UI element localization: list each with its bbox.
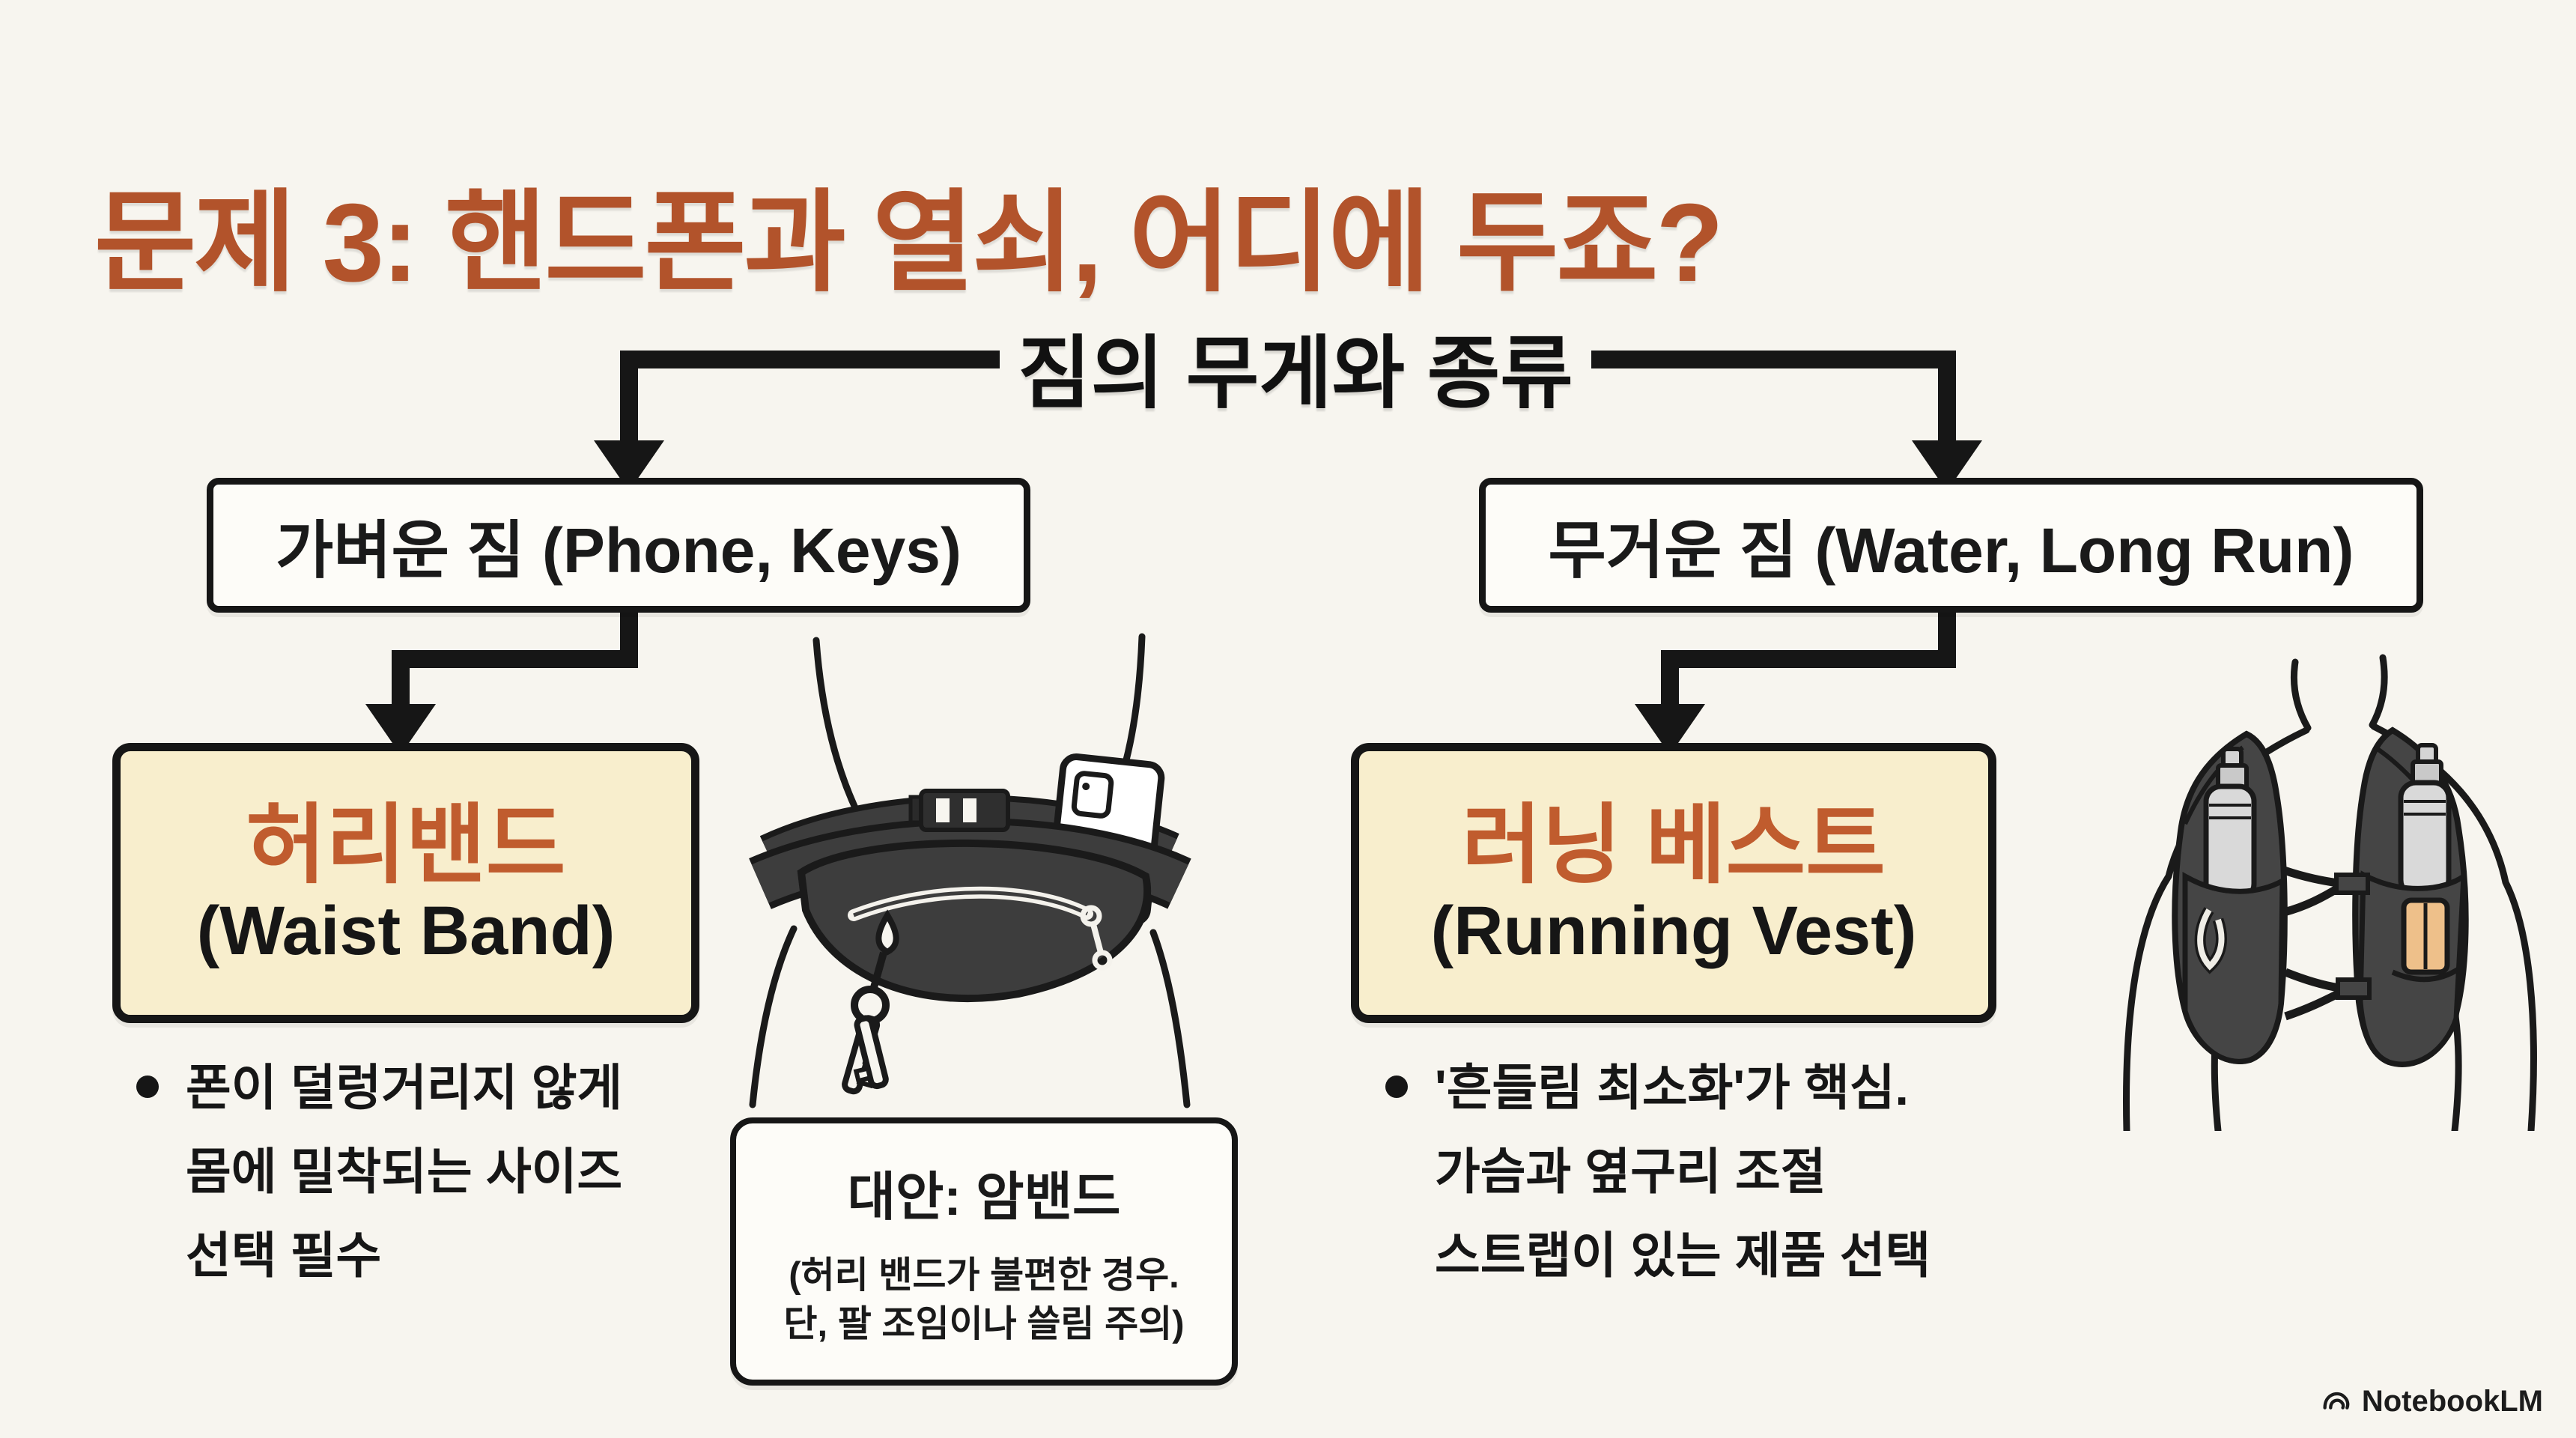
chest-straps <box>2282 866 2372 1021</box>
waist-band-title-en: (Waist Band) <box>196 893 616 970</box>
connector-left-result <box>392 598 638 708</box>
page-title: 문제 3: 핸드폰과 열쇠, 어디에 두죠? <box>94 181 1724 306</box>
bullet-dot-icon <box>1385 1076 1408 1098</box>
condition-box-heavy-load: 무거운 짐 (Water, Long Run) <box>1479 478 2423 613</box>
buckle-icon <box>908 789 1010 832</box>
notebooklm-brand: NotebookLM <box>2318 1384 2543 1419</box>
bullet-dot-icon <box>136 1076 159 1098</box>
running-vest-title-ko: 러닝 베스트 <box>1462 795 1886 894</box>
arrowhead-right-bottom <box>1635 704 1705 755</box>
arrowhead-left-top <box>594 440 664 491</box>
running-vest-illustration <box>2123 654 2537 1131</box>
connector-right-result <box>1661 598 1956 708</box>
note-line: 몸에 밀착되는 사이즈 <box>186 1144 623 1200</box>
armband-line: (허리 밴드가 불편한 경우. <box>789 1255 1179 1296</box>
pouch-body <box>797 839 1152 1003</box>
alternative-armband-box: 대안: 암밴드 (허리 밴드가 불편한 경우. 단, 팔 조임이나 쓸림 주의) <box>730 1117 1238 1386</box>
notebooklm-logo-icon <box>2323 1392 2350 1410</box>
waist-band-title-ko: 허리밴드 <box>246 795 566 894</box>
keys-icon <box>842 951 890 1095</box>
running-vest-title-en: (Running Vest) <box>1430 893 1917 970</box>
arrowhead-right-top <box>1912 440 1982 491</box>
note-line: 폰이 덜렁거리지 않게 <box>186 1060 623 1115</box>
zipper-pull-icon <box>1080 905 1113 971</box>
loop-icon <box>875 909 899 956</box>
waist-band-note-lines: 폰이 덜렁거리지 않게 몸에 밀착되는 사이즈 선택 필수 <box>186 1046 622 1298</box>
note-line: 가슴과 옆구리 조절 <box>1435 1144 1826 1200</box>
result-box-running-vest: 러닝 베스트 (Running Vest) <box>1351 743 1996 1023</box>
running-vest-note-lines: '흔들림 최소화'가 핵심. 가슴과 옆구리 조절 스트랩이 있는 제품 선택 <box>1435 1046 1931 1298</box>
condition-heavy-label: 무거운 짐 (Water, Long Run) <box>1548 515 2354 586</box>
armband-line: 단, 팔 조임이나 쓸림 주의) <box>783 1303 1185 1344</box>
energy-gel-icon <box>2391 897 2462 983</box>
note-line: 스트랩이 있는 제품 선택 <box>1435 1228 1931 1284</box>
result-box-waist-band: 허리밴드 (Waist Band) <box>112 743 699 1023</box>
waist-band-illustration <box>749 633 1191 1108</box>
condition-box-light-load: 가벼운 짐 (Phone, Keys) <box>207 478 1030 613</box>
root-node-label: 짐의 무게와 종류 <box>1018 330 1573 418</box>
water-flask-right-icon <box>2398 743 2452 898</box>
armband-title: 대안: 암밴드 <box>847 1167 1121 1226</box>
note-line: '흔들림 최소화'가 핵심. <box>1435 1060 1909 1115</box>
note-line: 선택 필수 <box>186 1228 382 1284</box>
condition-light-label: 가벼운 짐 (Phone, Keys) <box>276 515 962 586</box>
running-vest-note: '흔들림 최소화'가 핵심. 가슴과 옆구리 조절 스트랩이 있는 제품 선택 <box>1385 1046 1931 1298</box>
brand-name: NotebookLM <box>2361 1384 2543 1418</box>
water-flask-left-icon <box>2203 747 2257 902</box>
waist-band-note: 폰이 덜렁거리지 않게 몸에 밀착되는 사이즈 선택 필수 <box>136 1046 622 1298</box>
arrowhead-left-bottom <box>365 704 436 755</box>
